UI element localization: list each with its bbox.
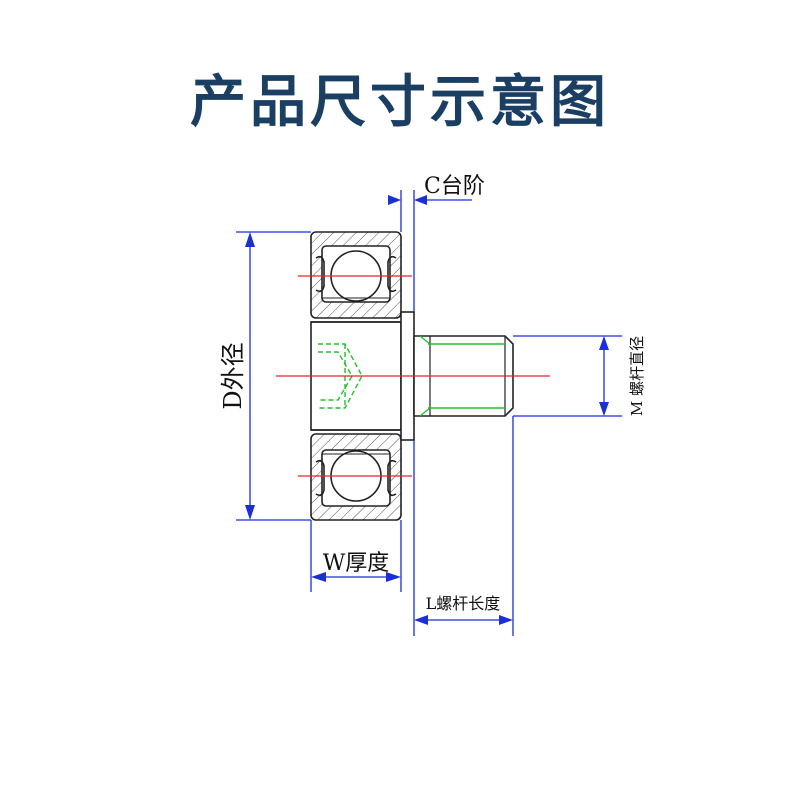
seal-bottom-left	[315, 459, 325, 497]
center-lines	[276, 275, 550, 477]
seal-top-left	[315, 255, 325, 293]
m-screw-diameter-label: M 螺杆直径	[628, 336, 646, 416]
l-screw-length-label: L螺杆长度	[426, 594, 501, 613]
dimension-lines	[236, 190, 622, 636]
seal-top-right	[387, 255, 397, 293]
c-shoulder-label: C台阶	[424, 174, 485, 199]
seal-bottom-right	[387, 459, 397, 497]
w-thickness-label: W厚度	[323, 551, 390, 576]
page-title: 产品尺寸示意图	[190, 69, 610, 135]
d-outer-diameter-label: D外径	[219, 342, 247, 409]
